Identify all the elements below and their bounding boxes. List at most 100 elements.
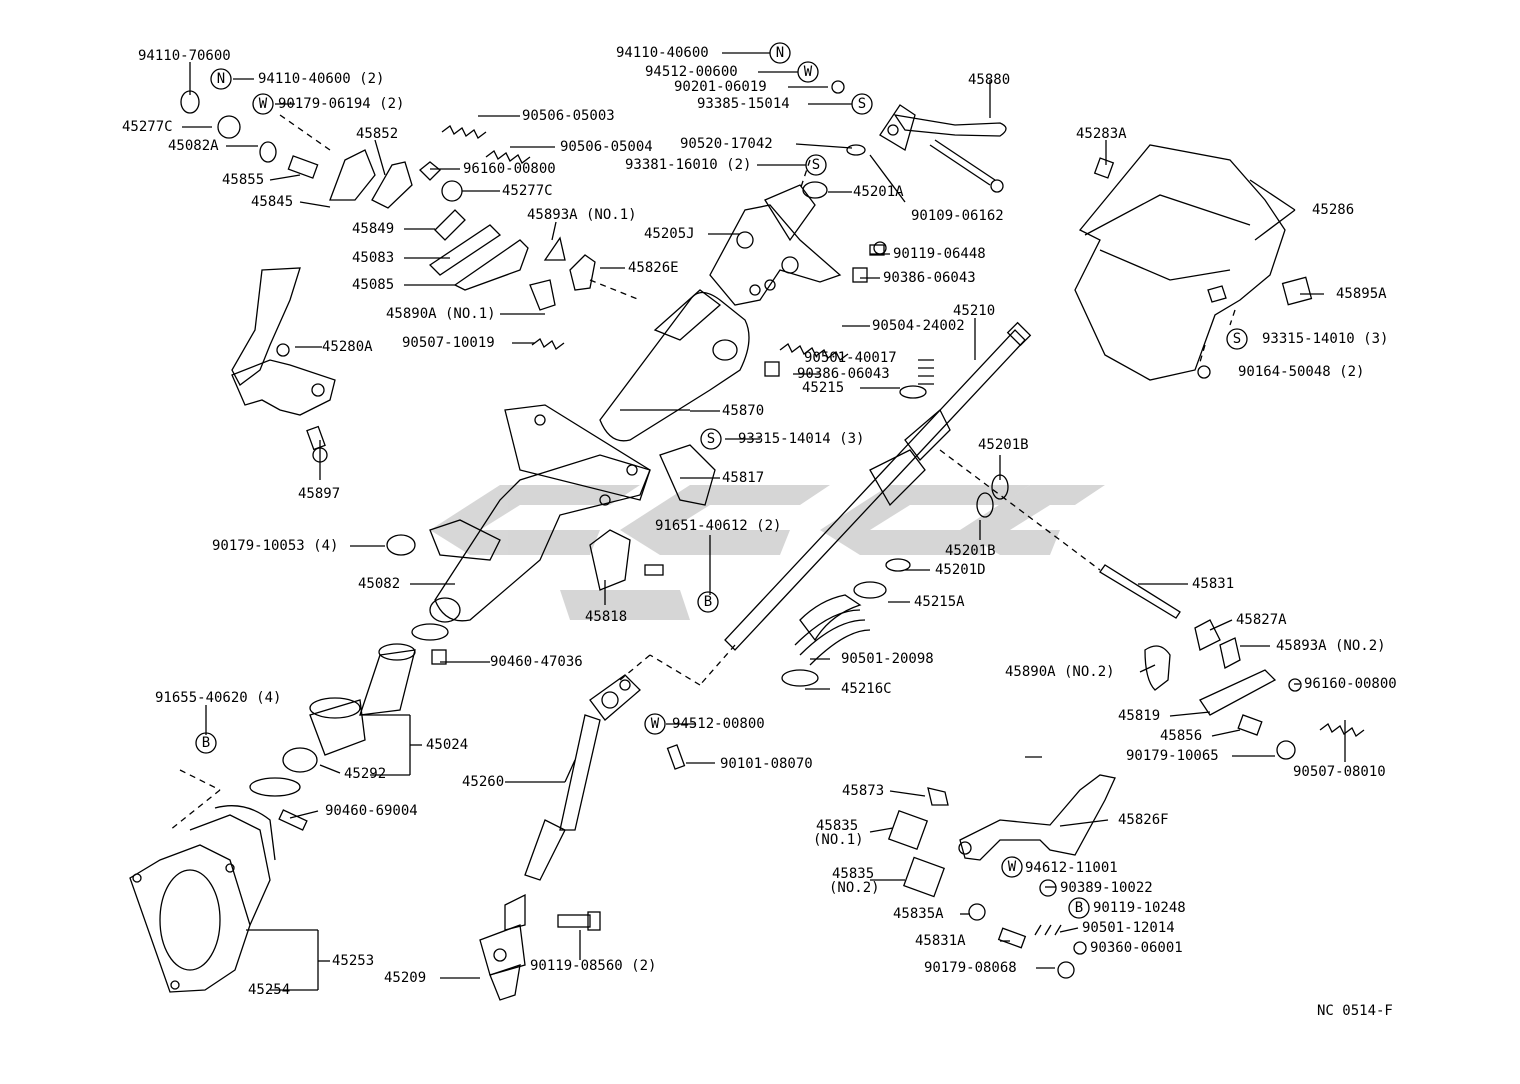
- bracket-45280A: [231, 267, 336, 416]
- callout-45890A-no2: 45890A (NO.2): [1005, 664, 1115, 680]
- callout-90504-24002: 90504-24002: [872, 318, 965, 334]
- callout-90460-69004: 90460-69004: [325, 803, 418, 819]
- callout-90501-12014: 90501-12014: [1082, 920, 1175, 936]
- callout-45870: 45870: [722, 403, 765, 419]
- callout-91655-40620-4: 91655-40620 (4): [155, 690, 282, 706]
- callout-45277C: 45277C: [502, 183, 553, 199]
- callout-90506-05004: 90506-05004: [560, 139, 653, 155]
- coupling-45024: [249, 623, 449, 797]
- symbol-s-label: S: [706, 431, 716, 447]
- callout-45835-no1: 45835: [816, 818, 859, 834]
- callout-45835A: 45835A: [893, 906, 944, 922]
- callout-93315-14010-3: 93315-14010 (3): [1262, 331, 1389, 347]
- callout-45201B: 45201B: [978, 437, 1029, 453]
- upper-bracket-45205J: [709, 184, 842, 306]
- callout-45852: 45852: [356, 126, 399, 142]
- boot-90501-20098: [781, 558, 911, 687]
- callout-93315-14014-3: 93315-14014 (3): [738, 431, 865, 447]
- callout-91651-40612-2: 91651-40612 (2): [655, 518, 782, 534]
- callout-90164-50048-2: 90164-50048 (2): [1238, 364, 1365, 380]
- callout-45835-no2: 45835: [832, 866, 875, 882]
- callout-94110-40600: 94110-40600: [616, 45, 709, 61]
- universal-joint-45209: [479, 893, 526, 1001]
- springs: [441, 125, 1365, 936]
- callout-45082A: 45082A: [168, 138, 219, 154]
- main-shaft-45210: [724, 321, 1032, 651]
- callout-45897: 45897: [298, 486, 341, 502]
- callout-45082: 45082: [358, 576, 401, 592]
- lever-45826F: [958, 774, 1116, 861]
- intermediate-shaft-45260: [524, 674, 641, 881]
- callout-45277C: 45277C: [122, 119, 173, 135]
- callout-45083: 45083: [352, 250, 395, 266]
- callout-90507-10019: 90507-10019: [402, 335, 495, 351]
- column-cover-45286: [1074, 144, 1313, 381]
- callout-96160-00800: 96160-00800: [1304, 676, 1397, 692]
- callout-45286: 45286: [1312, 202, 1355, 218]
- callout-90389-10022: 90389-10022: [1060, 880, 1153, 896]
- callout-90507-08010: 90507-08010: [1293, 764, 1386, 780]
- callout-45215A: 45215A: [914, 594, 965, 610]
- diagram-reference-code: NC 0514-F: [1317, 1003, 1393, 1019]
- symbol-b-label: B: [703, 594, 713, 610]
- misc-small-parts: [180, 80, 1302, 979]
- callout-45855: 45855: [222, 172, 265, 188]
- callout-94612-11001: 94612-11001: [1025, 860, 1118, 876]
- bolt-45897: [306, 425, 328, 463]
- callout-45835-no2-sub: (NO.2): [829, 880, 880, 896]
- callout-45292: 45292: [344, 766, 387, 782]
- callout-90501-40017: 90501-40017: [804, 350, 897, 366]
- symbol-circles: [195, 42, 1248, 919]
- symbol-s-label: S: [1232, 331, 1242, 347]
- callout-90119-06448: 90119-06448: [893, 246, 986, 262]
- callout-45831: 45831: [1192, 576, 1235, 592]
- callout-45209: 45209: [384, 970, 427, 986]
- callout-45819: 45819: [1118, 708, 1161, 724]
- callout-90179-06194-2: 90179-06194 (2): [278, 96, 405, 112]
- callout-93385-15014: 93385-15014: [697, 96, 790, 112]
- callout-45216C: 45216C: [841, 681, 892, 697]
- callout-90460-47036: 90460-47036: [490, 654, 583, 670]
- symbol-b-label: B: [1074, 900, 1084, 916]
- gearbox-45254: [129, 805, 276, 993]
- callout-45873: 45873: [842, 783, 885, 799]
- symbol-w-label: W: [803, 64, 813, 80]
- callout-45849: 45849: [352, 221, 395, 237]
- callout-90179-08068: 90179-08068: [924, 960, 1017, 976]
- callout-45085: 45085: [352, 277, 395, 293]
- callout-94110-40600-2: 94110-40600 (2): [258, 71, 385, 87]
- bolt-90119-08560: [557, 911, 601, 931]
- callout-90501-20098: 90501-20098: [841, 651, 934, 667]
- callout-45024: 45024: [426, 737, 469, 753]
- callout-45880: 45880: [968, 72, 1011, 88]
- callout-90109-06162: 90109-06162: [911, 208, 1004, 224]
- callout-45835-no1-sub: (NO.1): [813, 832, 864, 848]
- callout-45827A: 45827A: [1236, 612, 1287, 628]
- symbol-n-label: N: [216, 71, 226, 87]
- callout-45817: 45817: [722, 470, 765, 486]
- callout-45831A: 45831A: [915, 933, 966, 949]
- callout-45205J: 45205J: [644, 226, 695, 242]
- column-bracket-45082: [429, 404, 651, 623]
- callout-45283A: 45283A: [1076, 126, 1127, 142]
- callout-45856: 45856: [1160, 728, 1203, 744]
- callout-45890A-no1: 45890A (NO.1): [386, 306, 496, 322]
- callout-45826E: 45826E: [628, 260, 679, 276]
- symbol-w-label: W: [1007, 859, 1017, 875]
- callout-90101-08070: 90101-08070: [720, 756, 813, 772]
- callout-93381-16010-2: 93381-16010 (2): [625, 157, 752, 173]
- callout-45215: 45215: [802, 380, 845, 396]
- callout-90179-10065: 90179-10065: [1126, 748, 1219, 764]
- callout-90119-10248: 90119-10248: [1093, 900, 1186, 916]
- symbol-b-label: B: [201, 735, 211, 751]
- symbol-n-label: N: [775, 45, 785, 61]
- symbol-w-label: W: [650, 716, 660, 732]
- shaft-45831: [1099, 564, 1181, 619]
- bolt-90460-69004: [278, 809, 308, 831]
- callout-94512-00800: 94512-00800: [672, 716, 765, 732]
- symbol-w-label: W: [258, 96, 268, 112]
- callout-90520-17042: 90520-17042: [680, 136, 773, 152]
- callout-45893A-no2: 45893A (NO.2): [1276, 638, 1386, 654]
